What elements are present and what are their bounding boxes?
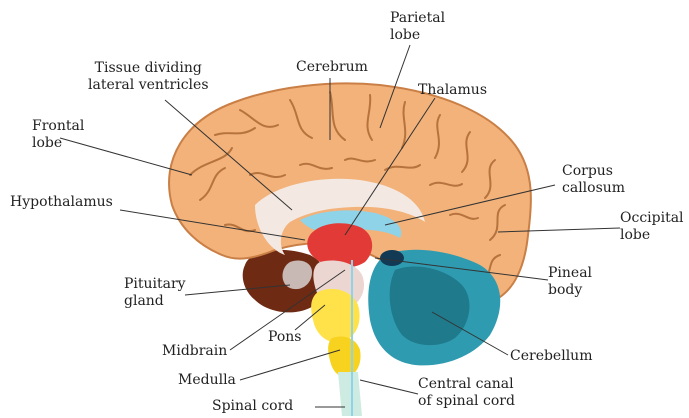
label-spinal-cord: Spinal cord [212,398,293,415]
leader-central-canal [360,380,418,394]
label-cerebellum: Cerebellum [510,348,592,365]
label-frontal-lobe: Frontal lobe [32,118,84,152]
label-thalamus: Thalamus [418,82,487,99]
label-midbrain: Midbrain [162,343,227,360]
leader-medulla [240,350,340,380]
label-occipital-lobe: Occipital lobe [620,210,684,244]
medulla-shape [328,337,360,377]
label-pituitary-gland: Pituitary gland [124,276,186,310]
label-medulla: Medulla [178,372,236,389]
spinal-cord-shape [338,372,362,416]
label-cerebrum: Cerebrum [296,59,368,76]
label-tissue-dividing: Tissue dividing lateral ventricles [88,60,209,94]
label-central-canal: Central canal of spinal cord [418,376,515,410]
label-pineal-body: Pineal body [548,265,592,299]
label-corpus-callosum: Corpus callosum [562,163,625,197]
label-hypothalamus: Hypothalamus [10,194,113,211]
pineal-body-shape [380,250,404,266]
label-pons: Pons [268,329,301,346]
label-parietal-lobe: Parietal lobe [390,10,445,44]
